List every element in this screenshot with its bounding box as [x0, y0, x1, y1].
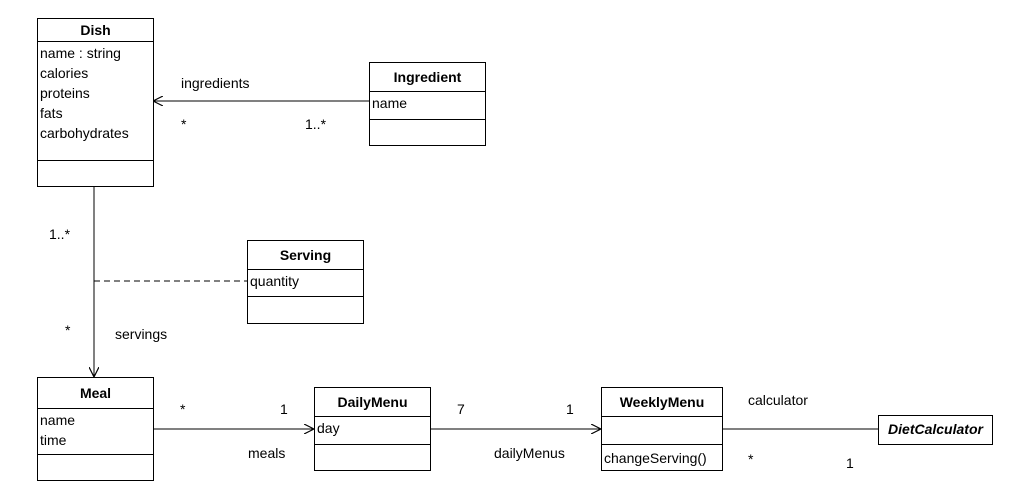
role-daily-menus-label: dailyMenus [494, 445, 565, 461]
class-meal[interactable]: Meal name time [37, 377, 154, 481]
attribute: day [317, 420, 340, 436]
class-diet-calculator-name: DietCalculator [888, 421, 983, 437]
class-meal-name: Meal [38, 378, 153, 409]
class-meal-operations [38, 455, 153, 457]
multiplicity-label: * [180, 401, 186, 417]
role-servings-label: servings [115, 326, 168, 342]
multiplicity-label: * [748, 451, 754, 467]
class-weekly-menu-name: WeeklyMenu [602, 388, 722, 417]
multiplicity-label: 7 [457, 401, 465, 417]
class-meal-attributes: name time [38, 409, 153, 455]
multiplicity-label: 1 [280, 401, 288, 417]
class-daily-menu-operations [315, 445, 430, 447]
operation: changeServing() [604, 450, 707, 466]
class-ingredient-operations [370, 120, 485, 122]
attribute: proteins [40, 85, 90, 101]
role-ingredients-label: ingredients [181, 75, 250, 91]
class-ingredient-name: Ingredient [370, 63, 485, 92]
class-weekly-menu-operations: changeServing() [602, 445, 722, 469]
class-serving-attributes: quantity [248, 270, 363, 297]
attribute: name [372, 95, 408, 111]
class-dish-operations [38, 161, 153, 163]
class-dish[interactable]: Dish name : string calories proteins fat… [37, 18, 154, 187]
attribute: name [40, 412, 76, 428]
class-weekly-menu[interactable]: WeeklyMenu changeServing() [601, 387, 723, 471]
class-dish-attributes: name : string calories proteins fats car… [38, 42, 153, 161]
attribute: carbohydrates [40, 125, 129, 141]
class-daily-menu[interactable]: DailyMenu day [314, 387, 431, 471]
multiplicity-label: 1..* [305, 116, 327, 132]
multiplicity-label: 1 [846, 455, 854, 471]
class-dish-name: Dish [38, 19, 153, 42]
attribute: fats [40, 105, 63, 121]
class-daily-menu-name: DailyMenu [315, 388, 430, 417]
class-ingredient[interactable]: Ingredient name [369, 62, 486, 146]
class-serving-operations [248, 297, 363, 299]
class-diet-calculator[interactable]: DietCalculator [878, 415, 993, 445]
attribute: name : string [40, 45, 121, 61]
role-meals-label: meals [248, 445, 286, 461]
multiplicity-label: 1..* [49, 226, 71, 242]
attribute: quantity [250, 273, 300, 289]
multiplicity-label: * [181, 116, 187, 132]
role-calculator-label: calculator [748, 392, 808, 408]
class-ingredient-attributes: name [370, 92, 485, 120]
class-weekly-menu-attributes [602, 417, 722, 445]
attribute: time [40, 432, 67, 448]
multiplicity-label: 1 [566, 401, 574, 417]
class-serving[interactable]: Serving quantity [247, 240, 364, 324]
multiplicity-label: * [65, 322, 71, 338]
class-daily-menu-attributes: day [315, 417, 430, 445]
attribute: calories [40, 65, 89, 81]
class-serving-name: Serving [248, 241, 363, 270]
